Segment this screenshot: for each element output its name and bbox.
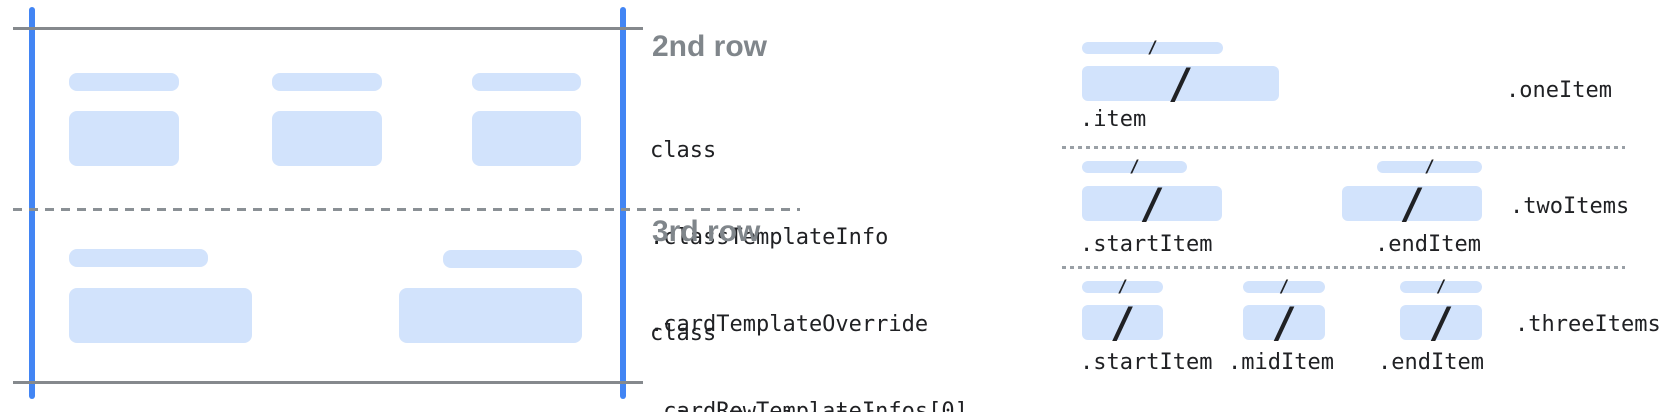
item-label-bar: / xyxy=(1243,279,1325,296)
class-path-line: .cardRowTemplateInfos[0] xyxy=(650,399,968,412)
item-name-label: .endItem xyxy=(1375,232,1481,257)
item-value-bar: / xyxy=(1400,301,1482,343)
field-value-placeholder xyxy=(399,288,582,343)
item-value-bar: / xyxy=(1082,182,1222,224)
field-value-placeholder xyxy=(69,288,252,343)
class-path-block: class .classTemplateInfo .cardTemplateOv… xyxy=(650,78,968,412)
item-name-label: .midItem xyxy=(1228,350,1334,375)
layout-name-label: .twoItems xyxy=(1510,194,1630,219)
item-label-bar: / xyxy=(1082,159,1187,176)
class-path-line: .classTemplateInfo xyxy=(650,406,968,412)
field-value-placeholder xyxy=(272,111,382,166)
field-value-placeholder xyxy=(69,111,179,166)
item-label-bar: / xyxy=(1082,279,1163,296)
item-value-bar: / xyxy=(1342,182,1482,224)
card-boundary-bottom xyxy=(13,381,643,384)
item-name-label: .startItem xyxy=(1080,350,1213,375)
card-margin-guide-right xyxy=(620,7,626,399)
item-label-bar: / xyxy=(1400,279,1482,296)
class-path-block: class .classTemplateInfo .cardTemplateOv… xyxy=(650,261,968,412)
item-value-bar: / xyxy=(1082,62,1279,104)
row-divider-dashed xyxy=(13,208,800,211)
item-name-label: .startItem xyxy=(1080,232,1213,257)
layout-name-label: .threeItems xyxy=(1515,312,1661,337)
item-name-label: .endItem xyxy=(1378,350,1484,375)
item-label-bar: / xyxy=(1082,40,1223,57)
item-name-label: .item xyxy=(1080,107,1147,132)
field-label-placeholder xyxy=(272,73,382,91)
item-value-bar: / xyxy=(1082,301,1163,343)
card-margin-guide-left xyxy=(29,7,35,399)
class-path-line: class xyxy=(650,138,717,163)
item-value-bar: / xyxy=(1243,301,1325,343)
layout-name-label: .oneItem xyxy=(1506,78,1612,103)
field-label-placeholder xyxy=(69,73,179,91)
row-heading: 3rd row xyxy=(652,215,761,248)
row-heading: 2nd row xyxy=(652,30,768,63)
class-path-line: .classTemplateInfo xyxy=(650,225,889,250)
field-label-placeholder xyxy=(69,249,208,267)
field-value-placeholder xyxy=(472,111,581,166)
field-label-placeholder xyxy=(443,250,582,268)
item-label-bar: / xyxy=(1377,159,1482,176)
class-path-line: class xyxy=(650,321,717,346)
layout-separator-dotted xyxy=(1062,266,1625,269)
layout-separator-dotted xyxy=(1062,146,1625,149)
card-boundary-top xyxy=(13,27,643,30)
class-path-line: .cardTemplateOverride xyxy=(650,312,929,337)
field-label-placeholder xyxy=(472,73,581,91)
